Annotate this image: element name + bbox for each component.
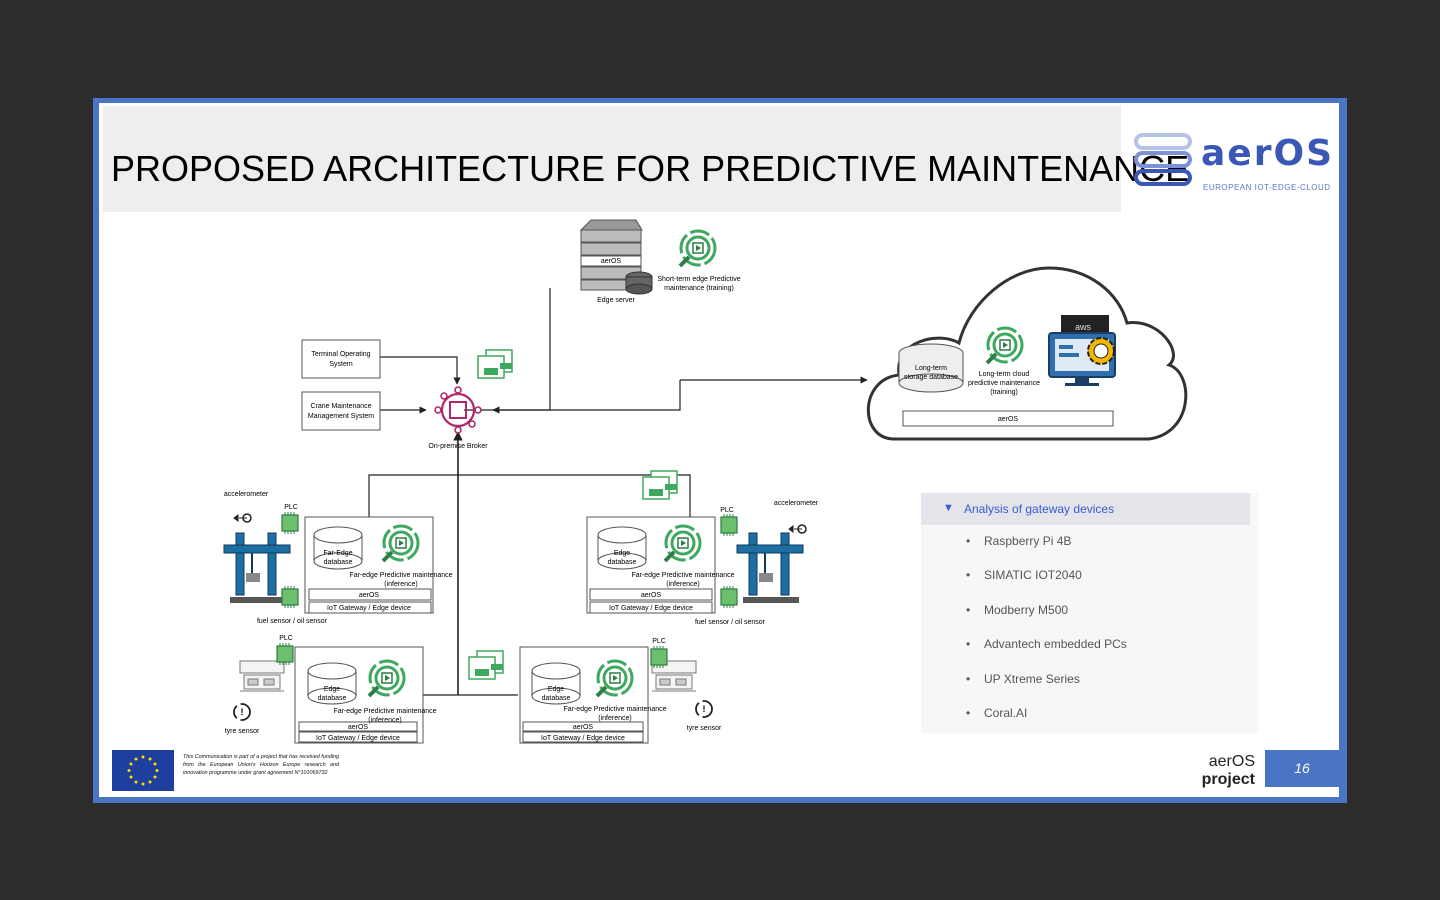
tl-inf-line2: (inference) xyxy=(384,581,417,588)
project-mark-line1: aerOS xyxy=(1208,753,1255,770)
logo-tagline: EUROPEAN IOT-EDGE-CLOUD xyxy=(1203,183,1331,192)
tl-aeros: aerOS xyxy=(359,592,380,599)
bl-gateway: IoT Gateway / Edge device xyxy=(316,735,400,742)
tr-inf-line2: (inference) xyxy=(666,581,699,588)
tr-sensor-bottom: fuel sensor / oil sensor xyxy=(695,619,766,626)
tl-db-line2: database xyxy=(324,559,353,566)
slide-frame: PROPOSED ARCHITECTURE FOR PREDICTIVE MAI… xyxy=(93,98,1347,803)
br-db-line2: database xyxy=(542,695,571,702)
tr-sensor-top: accelerometer xyxy=(774,500,819,507)
cloud-db-line1: Long-term xyxy=(915,365,947,372)
bl-sensor: tyre sensor xyxy=(225,728,260,735)
br-aeros: aerOS xyxy=(573,724,594,731)
cloud-model-line2: predictive maintenance xyxy=(968,380,1040,387)
tl-inf-line1: Far-edge Predictive maintenance xyxy=(349,572,452,579)
broker-label: On-premise Broker xyxy=(428,443,488,450)
bl-inf-line2: (inference) xyxy=(368,717,401,724)
gateway-analysis-heading: Analysis of gateway devices xyxy=(964,502,1115,516)
list-item: UP Xtreme Series xyxy=(966,672,1127,706)
aeros-logo: aerOS EUROPEAN IOT-EDGE-CLOUD xyxy=(1133,131,1338,193)
list-item: SIMATIC IOT2040 xyxy=(966,568,1127,602)
terminal-os-box xyxy=(301,339,381,379)
list-item: Raspberry Pi 4B xyxy=(966,534,1127,568)
tr-inf-line1: Far-edge Predictive maintenance xyxy=(631,572,734,579)
tr-gateway: IoT Gateway / Edge device xyxy=(609,605,693,612)
br-inf-line1: Far-edge Predictive maintenance xyxy=(563,706,666,713)
device-bottom-right: ! xyxy=(519,645,713,744)
tr-aeros: aerOS xyxy=(641,592,662,599)
cloud-screen-text: aws xyxy=(1075,322,1092,332)
br-plc: PLC xyxy=(652,638,666,645)
br-db-line1: Edge xyxy=(548,686,564,693)
gateway-analysis-panel: ▼ Analysis of gateway devices Raspberry … xyxy=(921,493,1258,733)
svg-text:!: ! xyxy=(703,704,706,714)
edge-model-label-2: maintenance (training) xyxy=(664,285,734,292)
cloud-model-line3: (training) xyxy=(990,389,1018,396)
crane-ms-line1: Crane Maintenance xyxy=(310,403,371,410)
short-term-model-icon xyxy=(678,229,717,268)
br-gateway: IoT Gateway / Edge device xyxy=(541,735,625,742)
aeros-project-mark: aerOS project xyxy=(1197,753,1255,789)
eu-flag-icon xyxy=(112,750,174,791)
terminal-os-line2: System xyxy=(329,361,353,368)
crane-ms-box xyxy=(301,391,381,431)
edge-server-badge: aerOS xyxy=(601,258,622,265)
list-item: Modberry M500 xyxy=(966,603,1127,637)
slide-title: PROPOSED ARCHITECTURE FOR PREDICTIVE MAI… xyxy=(111,148,1190,189)
br-inf-line2: (inference) xyxy=(598,715,631,722)
tr-plc: PLC xyxy=(720,507,734,514)
device-bottom-left: ! xyxy=(233,642,504,744)
cloud-aeros-bar xyxy=(902,410,1114,427)
tl-sensor-top: accelerometer xyxy=(224,491,269,498)
slide-content: PROPOSED ARCHITECTURE FOR PREDICTIVE MAI… xyxy=(99,103,1339,797)
page-number: 16 xyxy=(1265,750,1339,787)
logo-wordmark: aerOS xyxy=(1201,133,1334,174)
cloud-aeros-label: aerOS xyxy=(998,416,1019,423)
edge-server-label: Edge server xyxy=(597,297,635,304)
bl-plc: PLC xyxy=(279,635,293,642)
edge-model-label-1: Short-term edge Predictive xyxy=(657,276,740,283)
br-sensor: tyre sensor xyxy=(687,725,722,732)
device-top-right xyxy=(586,470,807,614)
broker-icon xyxy=(434,386,482,434)
terminal-os-line1: Terminal Operating xyxy=(311,351,370,358)
svg-text:!: ! xyxy=(241,707,244,717)
tl-plc: PLC xyxy=(284,504,298,511)
bl-aeros: aerOS xyxy=(348,724,369,731)
eu-funding-notice: This Communication is part of a project … xyxy=(183,754,339,776)
chevron-down-icon: ▼ xyxy=(943,502,954,514)
project-mark-line2: project xyxy=(1201,771,1255,788)
bl-inf-line1: Far-edge Predictive maintenance xyxy=(333,708,436,715)
architecture-diagram: aerOS Edge server Short-term edge Predic… xyxy=(223,219,1188,744)
cloud-model-line1: Long-term cloud xyxy=(979,371,1030,378)
crane-ms-line2: Management System xyxy=(308,413,374,420)
edge-server-icon xyxy=(579,219,653,295)
tr-db-line1: Edge xyxy=(614,550,630,557)
tl-sensor-bottom: fuel sensor / oil sensor xyxy=(257,618,328,625)
cloud-db-line2: storage database xyxy=(904,374,958,381)
list-item: Advantech embedded PCs xyxy=(966,637,1127,671)
monitor-icon xyxy=(1048,315,1116,386)
tr-db-line2: database xyxy=(608,559,637,566)
list-item: Coral.AI xyxy=(966,706,1127,740)
tl-gateway: IoT Gateway / Edge device xyxy=(327,605,411,612)
aeros-logo-mark xyxy=(1134,133,1192,186)
title-band: PROPOSED ARCHITECTURE FOR PREDICTIVE MAI… xyxy=(103,106,1189,212)
broker-protocol-icon xyxy=(477,349,513,379)
bl-db-line2: database xyxy=(318,695,347,702)
device-top-left xyxy=(223,511,434,614)
bl-db-line1: Edge xyxy=(324,686,340,693)
gateway-analysis-header[interactable]: ▼ Analysis of gateway devices xyxy=(921,493,1250,525)
cloud-db-icon xyxy=(898,343,964,393)
gateway-device-list: Raspberry Pi 4B SIMATIC IOT2040 Modberry… xyxy=(966,534,1127,740)
tl-db-line1: Far-Edge xyxy=(323,550,352,557)
